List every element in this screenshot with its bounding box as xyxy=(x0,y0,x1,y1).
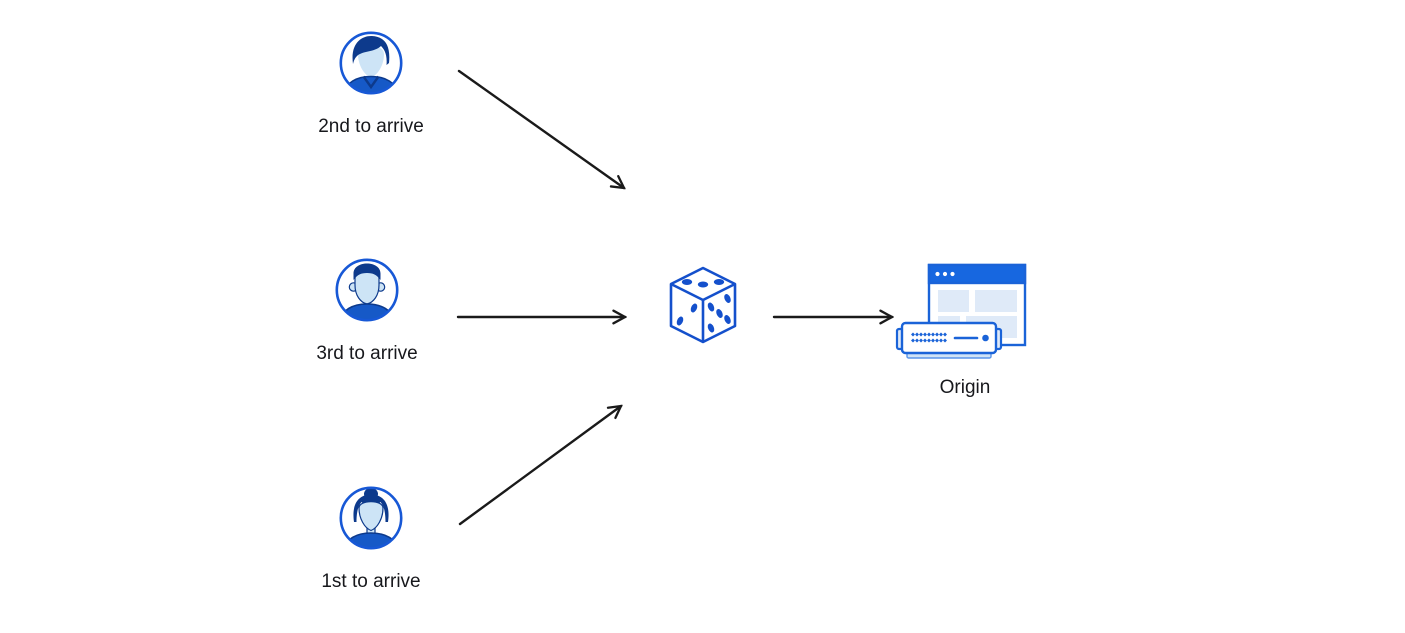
server-rack xyxy=(895,321,1003,359)
client-node-third: 3rd to arrive xyxy=(316,257,418,364)
browser-window-and-server-icon xyxy=(895,263,1027,359)
origin-label: Origin xyxy=(939,377,991,398)
dice-icon xyxy=(669,266,737,344)
client-label-third: 3rd to arrive xyxy=(316,343,418,364)
server-status-dot xyxy=(982,334,989,342)
dice-pips xyxy=(676,279,731,333)
client-label-second: 2nd to arrive xyxy=(318,116,424,137)
user-avatar-male-swept-hair-icon xyxy=(339,31,403,95)
randomizer-node xyxy=(667,265,739,345)
arrow-second-to-dice xyxy=(457,69,624,188)
user-avatar-male-short-hair-icon xyxy=(335,258,399,322)
browser-window-dots xyxy=(935,271,955,277)
client-node-second: 2nd to arrive xyxy=(318,30,424,137)
origin-node: Origin xyxy=(895,263,1029,398)
client-node-first: 1st to arrive xyxy=(321,485,421,592)
arrow-first-to-dice xyxy=(458,406,621,526)
server-vent-pattern xyxy=(911,332,947,343)
user-avatar-female-bun-icon xyxy=(339,486,403,550)
client-label-first: 1st to arrive xyxy=(321,571,421,592)
